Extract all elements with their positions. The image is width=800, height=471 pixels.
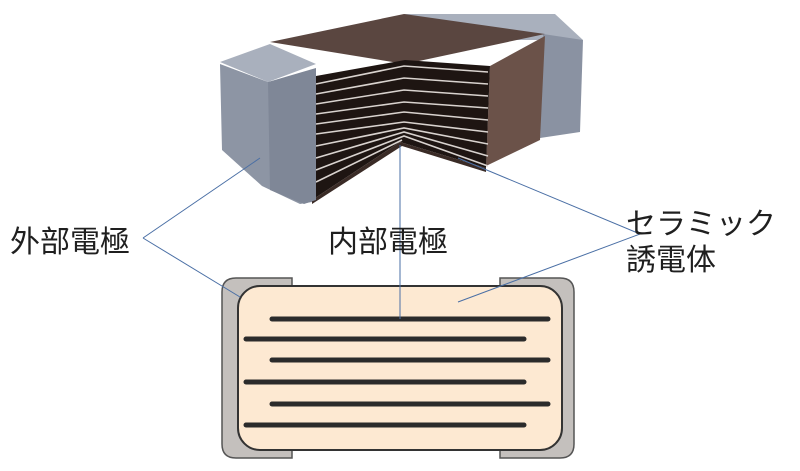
body-top-surface xyxy=(270,14,545,64)
chip-3d xyxy=(220,14,583,204)
cross-section-electrodes xyxy=(243,316,551,428)
cutaway-electrode-lines xyxy=(315,65,489,183)
label-internal-electrode: 内部電極 xyxy=(328,225,448,260)
label-ceramic-line2: 誘電体 xyxy=(626,243,716,278)
label-external-electrode: 外部電極 xyxy=(10,225,130,260)
body-right-face xyxy=(486,36,545,166)
label-ceramic-dielectric: セラミック 誘電体 xyxy=(626,207,776,279)
left-terminal-top xyxy=(220,44,316,82)
label-ceramic-line1: セラミック xyxy=(626,207,776,242)
right-terminal-side xyxy=(540,34,583,138)
left-terminal-side xyxy=(268,68,316,204)
cutaway-interior xyxy=(312,60,490,200)
leader-lines xyxy=(142,145,641,319)
body-front-face xyxy=(312,142,486,204)
cross-section xyxy=(221,277,575,459)
